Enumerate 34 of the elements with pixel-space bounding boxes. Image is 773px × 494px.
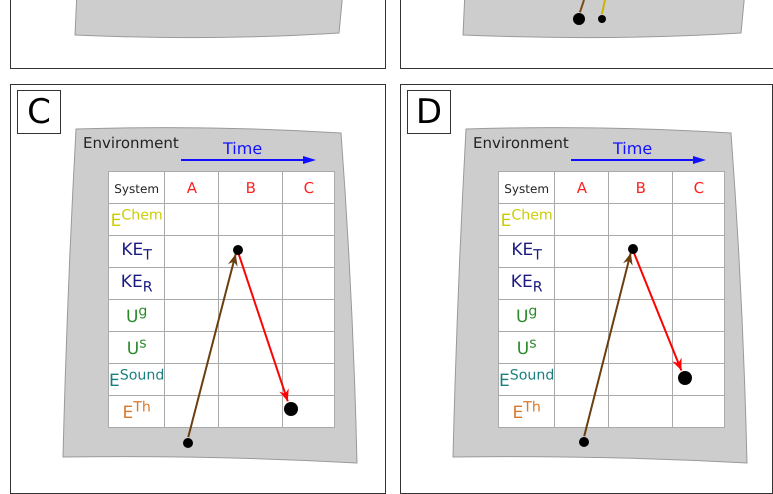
- column-header: B: [608, 172, 673, 204]
- column-header: B: [218, 172, 283, 204]
- column-header: A: [164, 172, 219, 204]
- axis-label: Time: [223, 139, 262, 158]
- column-header: System: [498, 172, 555, 204]
- column-header: A: [554, 172, 609, 204]
- panel-frame: [10, 0, 386, 69]
- row-header: KE$_{T}$: [108, 236, 165, 268]
- row-header: E$^{Sound}$: [108, 364, 165, 396]
- panel-letter: D: [407, 90, 451, 134]
- region-label: Environment: [473, 134, 569, 152]
- row-header: KE$_{T}$: [498, 236, 555, 268]
- panel-frame: [10, 84, 386, 494]
- row-header: E$^{Th}$: [108, 396, 165, 428]
- panel-letter: C: [17, 90, 61, 134]
- arrow: [632, 252, 682, 371]
- arrow: [238, 253, 289, 402]
- region-label: Environment: [83, 134, 179, 152]
- row-header: KE$_{R}$: [108, 268, 165, 300]
- column-header: C: [672, 172, 725, 204]
- column-header: C: [282, 172, 335, 204]
- row-header: E$^{Sound}$: [498, 364, 555, 396]
- row-header: E$^{Chem}$: [498, 204, 555, 236]
- column-header: System: [108, 172, 165, 204]
- axis-label: Time: [613, 139, 652, 158]
- panel-frame: [400, 0, 773, 69]
- row-header: KE$_{R}$: [498, 268, 555, 300]
- row-header: U$^{s}$: [108, 332, 165, 364]
- panel-frame: [400, 84, 773, 494]
- row-header: U$^{s}$: [498, 332, 555, 364]
- row-header: U$^{g}$: [498, 300, 555, 332]
- row-header: E$^{Chem}$: [108, 204, 165, 236]
- row-header: U$^{g}$: [108, 300, 165, 332]
- row-header: E$^{Th}$: [498, 396, 555, 428]
